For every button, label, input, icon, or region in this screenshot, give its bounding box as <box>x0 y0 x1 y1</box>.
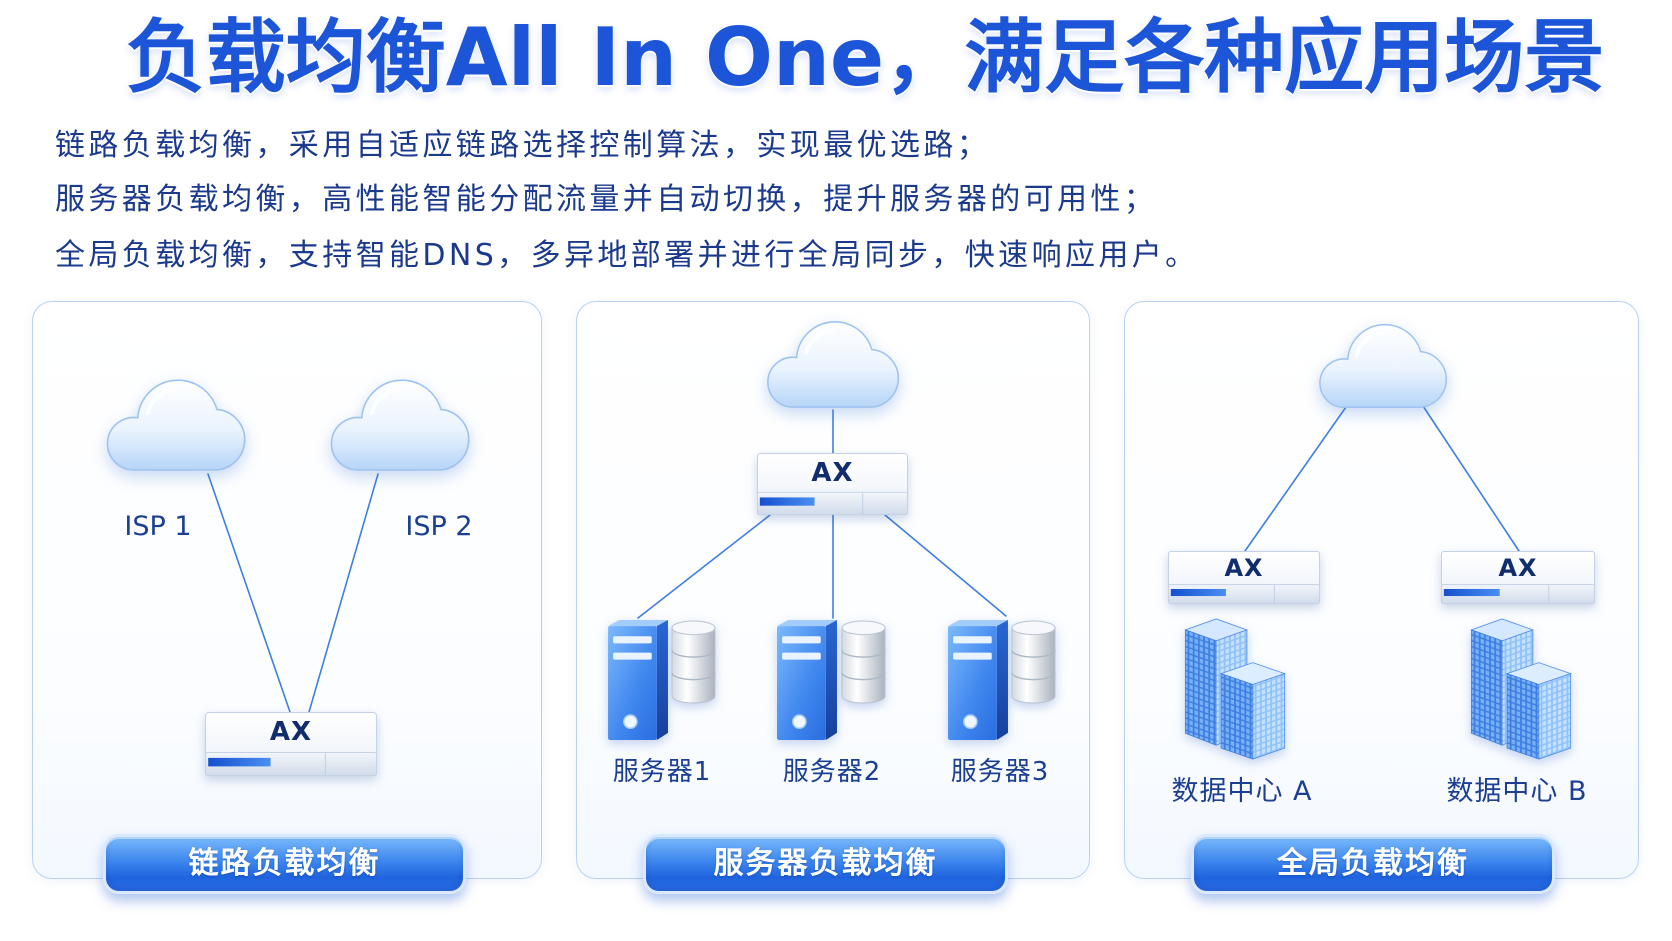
device-label: AX <box>269 717 313 748</box>
server-tower-icon <box>947 619 1009 741</box>
database-icon <box>841 620 886 704</box>
datacenter-a-label: 数据中心 A <box>1171 776 1313 807</box>
bullet-global-load-balancing: 全局负载均衡，支持智能DNS，多异地部署并进行全局同步，快速响应用户。 <box>55 238 1199 273</box>
server2-label: 服务器2 <box>782 757 882 787</box>
bullet-server-load-balancing: 服务器负载均衡，高性能智能分配流量并自动切换，提升服务器的可用性； <box>55 182 1158 217</box>
device-label: AX <box>1498 553 1538 582</box>
isp2-label: ISP 2 <box>405 511 473 542</box>
bullet-link-load-balancing: 链路负载均衡，采用自适应链路选择控制算法，实现最优选路； <box>55 128 991 163</box>
database-icon <box>671 620 716 704</box>
ax-appliance: AX <box>1168 551 1320 604</box>
server-tower-icon <box>776 619 838 741</box>
device-label: AX <box>811 457 854 488</box>
page-title: 负载均衡All In One，满足各种应用场景 <box>125 11 1605 104</box>
cloud-icon <box>101 373 251 474</box>
cloud-icon <box>1318 322 1449 410</box>
ax-appliance: AX <box>1441 551 1595 604</box>
server3-label: 服务器3 <box>950 757 1050 787</box>
cloud-icon <box>325 373 475 474</box>
server-tower-icon <box>607 619 669 741</box>
device-label: AX <box>1224 553 1264 582</box>
datacenter-b-label: 数据中心 B <box>1446 776 1588 807</box>
ax-appliance: AX <box>757 453 908 515</box>
caption-server-load-balancing: 服务器负载均衡 <box>643 834 1008 894</box>
server1-label: 服务器1 <box>612 757 712 787</box>
database-icon <box>1011 620 1056 704</box>
caption-global-load-balancing: 全局负载均衡 <box>1191 834 1555 894</box>
cloud-icon <box>765 319 901 410</box>
caption-link-load-balancing: 链路负载均衡 <box>103 834 466 894</box>
isp1-label: ISP 1 <box>124 511 192 542</box>
ax-appliance: AX <box>205 712 377 776</box>
building-icon <box>1470 618 1572 760</box>
building-icon <box>1184 618 1286 760</box>
